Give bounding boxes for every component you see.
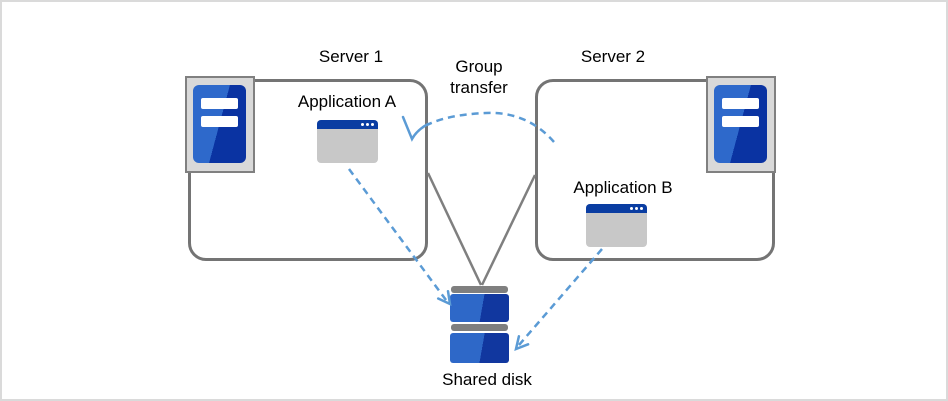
server2-to-disk-line (480, 174, 537, 286)
window-controls-dots (361, 123, 374, 126)
server-tower-body (193, 85, 246, 163)
app-b-to-disk-arrow (518, 248, 603, 346)
application-a-window-icon (317, 120, 378, 163)
application-b-window-icon (586, 204, 647, 247)
shared-disk-icon-body (450, 294, 509, 322)
group-transfer-label: Group transfer (450, 57, 508, 97)
server1-to-disk-line (426, 172, 483, 286)
server1-tower-icon (185, 76, 255, 173)
shared-disk-icon-cap (451, 286, 508, 293)
shared-disk-icon-cap (451, 324, 508, 331)
server-slot (722, 116, 759, 127)
shared-disk-label: Shared disk (442, 370, 532, 389)
shared-disk-icon-body (450, 333, 509, 363)
server-slot (201, 116, 238, 127)
server2-tower-icon (706, 76, 776, 173)
window-controls-dots (630, 207, 643, 210)
window-titlebar (586, 204, 647, 213)
server-slot (201, 98, 238, 109)
app-b-arrowhead-icon (514, 335, 530, 352)
application-a-label: Application A (297, 92, 397, 111)
app-a-arrowhead-icon (436, 289, 452, 307)
server-slot (722, 98, 759, 109)
window-titlebar (317, 120, 378, 129)
server1-label: Server 1 (318, 47, 384, 66)
server2-label: Server 2 (580, 47, 646, 66)
server-tower-body (714, 85, 767, 163)
application-b-label: Application B (573, 178, 673, 197)
